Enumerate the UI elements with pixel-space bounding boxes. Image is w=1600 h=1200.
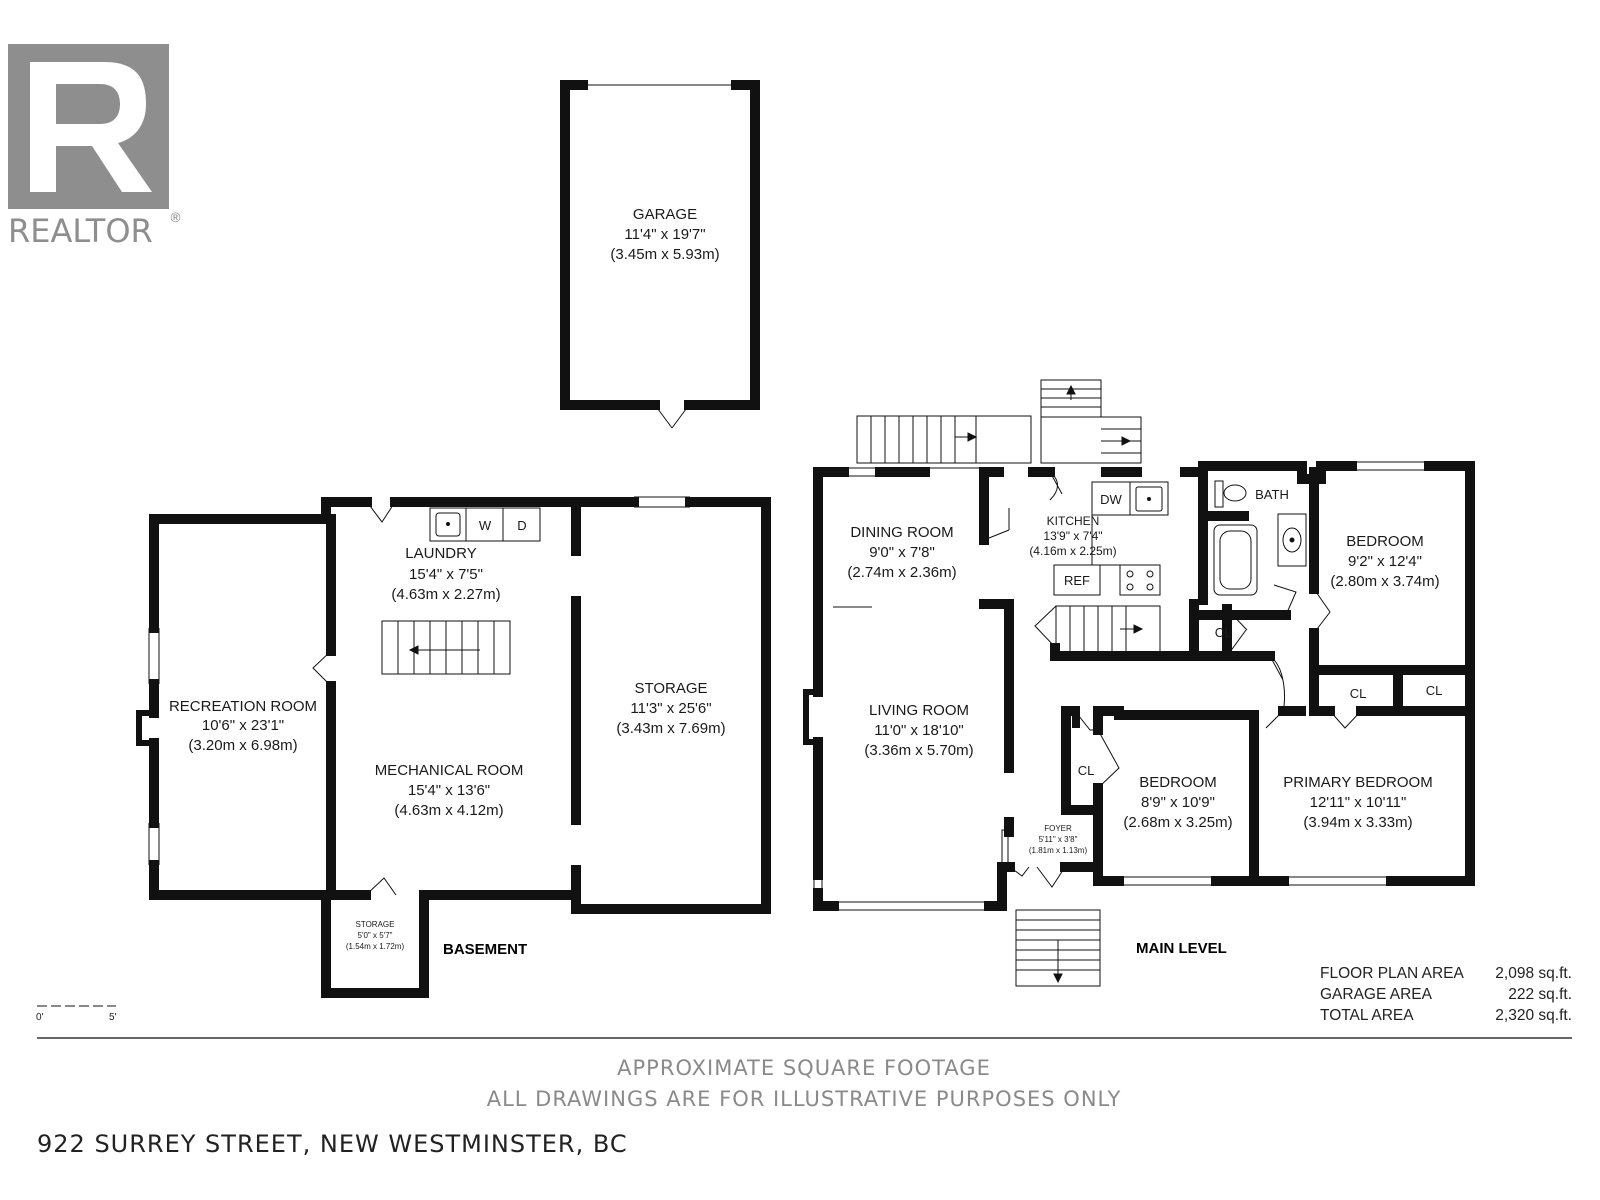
laundry-metric: (4.63m x 2.27m)	[391, 586, 500, 603]
garage-area-value: 222 sq.ft.	[1508, 986, 1572, 1003]
dining-dims: 9'0" x 7'8"	[869, 544, 935, 561]
total-area-label: TOTAL AREA	[1320, 1007, 1414, 1024]
garage-label: GARAGE	[633, 206, 697, 223]
living-metric: (3.36m x 5.70m)	[864, 742, 973, 759]
mechanical-dims: 15'4" x 13'6"	[408, 782, 490, 799]
bath-label: BATH	[1255, 487, 1289, 502]
closet-label-foyer: CL	[1078, 763, 1095, 778]
dining-label: DINING ROOM	[850, 524, 953, 541]
realtor-r-icon	[30, 62, 152, 192]
storage-metric: (3.43m x 7.69m)	[616, 720, 725, 737]
primary-bedroom-dims: 12'11" x 10'11"	[1310, 794, 1407, 811]
mechanical-label: MECHANICAL ROOM	[375, 762, 524, 779]
area-summary: FLOOR PLAN AREA 2,098 sq.ft. GARAGE AREA…	[1320, 965, 1572, 1024]
recreation-dims: 10'6" x 23'1"	[202, 717, 284, 734]
primary-bedroom-label: PRIMARY BEDROOM	[1283, 774, 1432, 791]
main-stairs	[1055, 605, 1161, 653]
cl-corner-post	[1062, 710, 1080, 728]
total-area-value: 2,320 sq.ft.	[1495, 1007, 1572, 1024]
front-steps	[1015, 909, 1101, 987]
dining-metric: (2.74m x 2.36m)	[847, 564, 956, 581]
closet-label-primary: CL	[1350, 686, 1367, 701]
garage-metric: (3.45m x 5.93m)	[610, 246, 719, 263]
living-label: LIVING ROOM	[869, 702, 969, 719]
garage-area-label: GARAGE AREA	[1320, 986, 1433, 1003]
garage-walls	[560, 80, 760, 410]
kitchen-label: KITCHEN	[1047, 514, 1100, 528]
scale-end: 5'	[109, 1012, 117, 1023]
laundry-dims: 15'4" x 7'5"	[409, 566, 483, 583]
realtor-logo: REALTOR ®	[8, 44, 182, 250]
washer-label: W	[479, 518, 492, 533]
realtor-wordmark: REALTOR	[8, 212, 153, 250]
small-storage-metric: (1.54m x 1.72m)	[346, 942, 405, 951]
primary-bedroom-metric: (3.94m x 3.33m)	[1303, 814, 1412, 831]
garage-door-swing	[654, 404, 690, 429]
room-labels: GARAGE 11'4" x 19'7" (3.45m x 5.93m) LAU…	[169, 206, 1442, 951]
rear-steps	[856, 415, 1032, 464]
storage-label: STORAGE	[634, 680, 707, 697]
bedroom-ne-label: BEDROOM	[1346, 533, 1424, 550]
property-address: 922 SURREY STREET, NEW WESTMINSTER, BC	[37, 1130, 628, 1158]
kitchen-dims: 13'9" x 7'4"	[1043, 529, 1102, 543]
mechanical-metric: (4.63m x 4.12m)	[394, 802, 503, 819]
main-level-label: MAIN LEVEL	[1136, 940, 1227, 957]
small-storage-label: STORAGE	[356, 920, 395, 929]
dishwasher-label: DW	[1100, 492, 1122, 507]
stairs-arrow-icon	[408, 645, 419, 655]
footer-line-2: ALL DRAWINGS ARE FOR ILLUSTRATIVE PURPOS…	[487, 1087, 1122, 1111]
recreation-metric: (3.20m x 6.98m)	[188, 737, 297, 754]
kitchen-metric: (4.16m x 2.25m)	[1029, 544, 1116, 558]
main-level-details	[37, 379, 1429, 1007]
basement-walls	[136, 497, 771, 998]
bedroom-ne-dims: 9'2" x 12'4"	[1348, 553, 1422, 570]
dryer-label: D	[517, 518, 526, 533]
foyer-dims: 5'11" x 3'8"	[1039, 835, 1078, 844]
closet-label-stairs: CL	[1215, 625, 1232, 640]
footer-line-1: APPROXIMATE SQUARE FOOTAGE	[617, 1056, 991, 1080]
storage-dims: 11'3" x 25'6"	[630, 700, 711, 717]
floor-plan-area-value: 2,098 sq.ft.	[1495, 965, 1572, 982]
garage-openings	[560, 84, 736, 429]
small-storage-dims: 5'0" x 5'7"	[358, 931, 393, 940]
foyer-metric: (1.81m x 1.13m)	[1029, 846, 1088, 855]
living-dims: 11'0" x 18'10"	[874, 722, 964, 739]
bedroom-mid-metric: (2.68m x 3.25m)	[1123, 814, 1232, 831]
fridge-label: REF	[1064, 573, 1090, 588]
laundry-label: LAUNDRY	[405, 545, 476, 562]
registered-mark: ®	[169, 211, 182, 226]
bedroom-mid-dims: 8'9" x 10'9"	[1141, 794, 1215, 811]
main-level-walls	[803, 461, 1475, 911]
basement-details	[148, 496, 690, 896]
garage-dims: 11'4" x 19'7"	[624, 226, 705, 243]
closet-label-bedroom: CL	[1426, 683, 1443, 698]
bedroom-ne-metric: (2.80m x 3.74m)	[1330, 573, 1439, 590]
floor-plan-area-label: FLOOR PLAN AREA	[1320, 965, 1465, 982]
bedroom-mid-label: BEDROOM	[1139, 774, 1217, 791]
recreation-label: RECREATION ROOM	[169, 698, 317, 715]
scale-start: 0'	[36, 1012, 44, 1023]
basement-level-label: BASEMENT	[443, 941, 527, 958]
foyer-label: FOYER	[1044, 824, 1072, 833]
